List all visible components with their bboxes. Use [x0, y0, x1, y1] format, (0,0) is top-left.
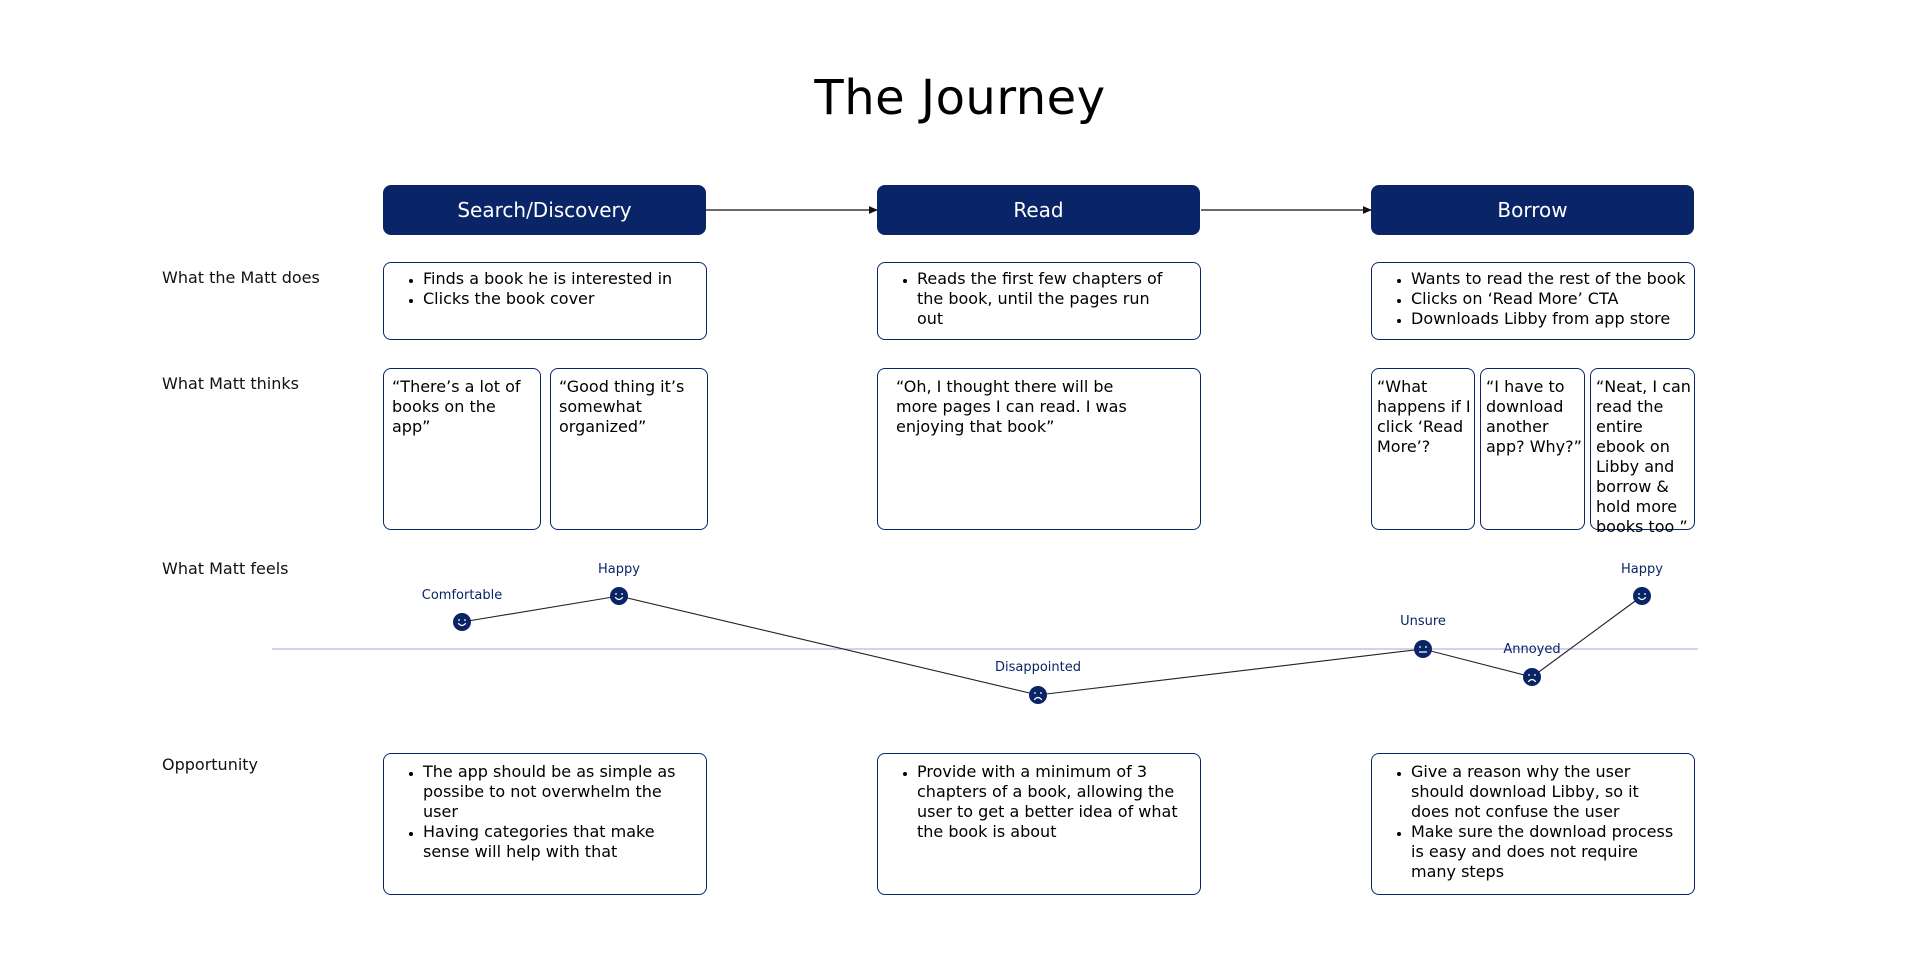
eye-icon: [621, 593, 623, 595]
eye-icon: [1034, 692, 1036, 694]
happy-face-icon: [614, 596, 624, 601]
emotion-point: [1414, 640, 1432, 658]
row-label-thinks: What Matt thinks: [162, 374, 299, 393]
stage-search-discovery: Search/Discovery: [383, 185, 706, 235]
opportunity-card-borrow: Give a reason why the user should downlo…: [1371, 753, 1695, 895]
happy-face-icon: [457, 622, 467, 627]
thought-card: “I have to download another app? Why?”: [1480, 368, 1585, 530]
does-card-borrow: Wants to read the rest of the book Click…: [1371, 262, 1695, 340]
emotion-point: [453, 613, 471, 631]
emotion-point: [1029, 686, 1047, 704]
eye-icon: [1425, 646, 1427, 648]
thought-card: “There’s a lot of books on the app”: [383, 368, 541, 530]
row-label-feels: What Matt feels: [162, 559, 289, 578]
eye-icon: [615, 593, 617, 595]
list-item: Clicks the book cover: [423, 289, 706, 309]
emotion-point: [610, 587, 628, 605]
list-item: Give a reason why the user should downlo…: [1411, 762, 1674, 822]
row-label-does: What the Matt does: [162, 268, 320, 287]
emotion-line: [461, 595, 1643, 696]
thought-card: “What happens if I click ‘Read More’?: [1371, 368, 1475, 530]
eye-icon: [1534, 674, 1536, 676]
sad-face-icon: [1527, 678, 1537, 683]
stage-borrow: Borrow: [1371, 185, 1694, 235]
eye-icon: [1644, 593, 1646, 595]
opportunity-card-read: Provide with a minimum of 3 chapters of …: [877, 753, 1201, 895]
emotion-point: [1633, 587, 1651, 605]
emotion-label: Comfortable: [421, 588, 503, 603]
list-item: The app should be as simple as possibe t…: [423, 762, 696, 822]
list-item: Make sure the download process is easy a…: [1411, 822, 1674, 882]
eye-icon: [1638, 593, 1640, 595]
does-card-read: Reads the first few chapters of the book…: [877, 262, 1201, 340]
eye-icon: [1528, 674, 1530, 676]
emotion-label: Happy: [1621, 562, 1663, 577]
emotion-label: Disappointed: [994, 660, 1082, 675]
row-label-opportunity: Opportunity: [162, 755, 259, 774]
list-item: Wants to read the rest of the book: [1411, 269, 1694, 289]
stage-read: Read: [877, 185, 1200, 235]
list-item: Downloads Libby from app store: [1411, 309, 1694, 329]
list-item: Reads the first few chapters of the book…: [917, 269, 1180, 329]
thought-card: “Good thing it’s somewhat organized”: [550, 368, 708, 530]
emotion-point: [1523, 668, 1541, 686]
emotion-label: Happy: [598, 562, 640, 577]
emotion-label: Unsure: [1400, 614, 1446, 629]
happy-face-icon: [1637, 596, 1647, 601]
page-title: The Journey: [814, 70, 1106, 126]
list-item: Provide with a minimum of 3 chapters of …: [917, 762, 1190, 842]
does-card-search: Finds a book he is interested in Clicks …: [383, 262, 707, 340]
list-item: Clicks on ‘Read More’ CTA: [1411, 289, 1694, 309]
opportunity-card-search: The app should be as simple as possibe t…: [383, 753, 707, 895]
thought-card: “Oh, I thought there will be more pages …: [877, 368, 1201, 530]
thought-card: “Neat, I can read the entire ebook on Li…: [1590, 368, 1695, 536]
eye-icon: [1419, 646, 1421, 648]
sad-face-icon: [1033, 696, 1043, 701]
eye-icon: [1040, 692, 1042, 694]
list-item: Finds a book he is interested in: [423, 269, 706, 289]
list-item: Having categories that make sense will h…: [423, 822, 696, 862]
eye-icon: [464, 619, 466, 621]
eye-icon: [458, 619, 460, 621]
emotion-label: Annoyed: [1503, 642, 1561, 657]
